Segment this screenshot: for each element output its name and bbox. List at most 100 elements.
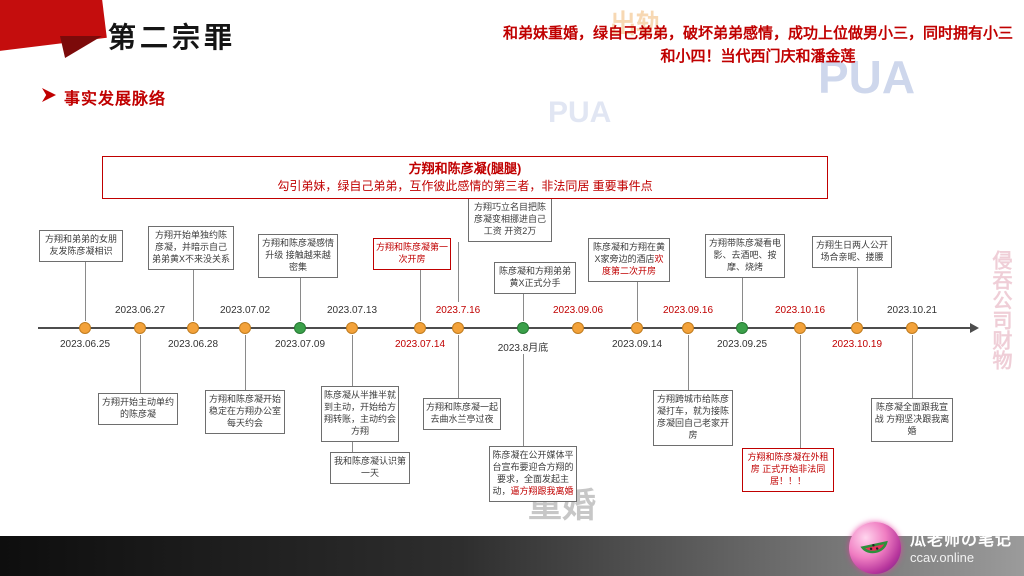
timeline-dot: [134, 322, 146, 334]
event-text: 陈彦凝全面跟我宣战 方翔坚决跟我离婚: [874, 402, 950, 436]
timeline-connector: [193, 270, 194, 321]
timeline-event-box: 方翔开始单独约陈彦凝，并暗示自己弟弟黄X不来没关系: [148, 226, 234, 270]
timeline-date: 2023.07.13: [326, 305, 378, 316]
timeline-connector: [458, 242, 459, 302]
timeline-date: 2023.09.14: [611, 339, 663, 350]
brand-site: ccav.online: [909, 549, 975, 565]
timeline-dot: [682, 322, 694, 334]
timeline-dot: [631, 322, 643, 334]
timeline-date: 2023.10.16: [774, 305, 826, 316]
timeline-event-box: 我和陈彦凝认识第一天: [330, 452, 410, 484]
timeline-event-box: 陈彦凝和方翔弟弟黄X正式分手: [494, 262, 576, 294]
timeline-event-box: 方翔巧立名目把陈彦凝变相挪进自己工资 开资2万: [468, 198, 552, 242]
event-text: 方翔和陈彦凝感情升级 接触越来越密集: [261, 238, 334, 272]
event-text-highlight: 欢度第二次开房: [601, 253, 664, 276]
timeline-axis: [38, 327, 972, 329]
timeline-connector: [300, 278, 301, 321]
timeline-connector: [800, 335, 801, 448]
timeline-connector: [420, 270, 421, 321]
event-text: 方翔跨城市给陈彦凝打车，就为接陈彦凝回自己老家开房: [656, 394, 729, 440]
timeline-connector: [523, 294, 524, 321]
event-text: 方翔和陈彦凝开始稳定在方翔办公室每天约会: [208, 394, 281, 428]
timeline-event-box: 陈彦凝全面跟我宣战 方翔坚决跟我离婚: [871, 398, 953, 442]
timeline-date: 2023.09.16: [662, 305, 714, 316]
timeline-date: 2023.09.06: [552, 305, 604, 316]
timeline-connector: [688, 335, 689, 390]
event-text: 方翔和弟弟的女朋友发陈彦凝相识: [44, 234, 117, 256]
timeline-connector: [85, 262, 86, 321]
timeline-connector: [637, 282, 638, 321]
event-text-highlight: 逼方翔跟我离婚: [510, 485, 574, 496]
event-text: 陈彦凝从半推半就到主动，开始给方翔转账，主动约会方翔: [324, 390, 397, 436]
event-text: 方翔和陈彦凝在外租房 正式开始非法同居！！！: [747, 452, 829, 486]
timeline-connector: [742, 278, 743, 321]
timeline-date: 2023.07.02: [219, 305, 271, 316]
timeline-event-box: 方翔和陈彦凝在外租房 正式开始非法同居！！！: [742, 448, 834, 492]
brand-text: 瓜老师の笔记 ccav.online: [910, 531, 1012, 566]
timeline-dot: [294, 322, 306, 334]
section-label: 事实发展脉络: [64, 91, 167, 108]
timeline-axis-arrowhead: [970, 323, 979, 333]
event-text: 方翔和陈彦凝一起去曲水兰亭过夜: [426, 402, 499, 424]
timeline-event-box: 方翔和弟弟的女朋友发陈彦凝相识: [39, 230, 123, 262]
timeline-date: 2023.7.16: [435, 305, 481, 316]
timeline-event-box: 方翔和陈彦凝开始稳定在方翔办公室每天约会: [205, 390, 285, 434]
timeline-event-box: 方翔和陈彦凝感情升级 接触越来越密集: [258, 234, 338, 278]
timeline-connector: [140, 335, 141, 393]
event-text: 方翔和陈彦凝第一次开房: [376, 242, 449, 264]
timeline-date: 2023.06.28: [167, 339, 219, 350]
event-text: 方翔生日两人公开场合亲昵、搂腰: [815, 240, 888, 262]
event-text: 我和陈彦凝认识第一天: [333, 456, 406, 478]
headline-text: 和弟妹重婚，绿自己弟弟，破坏弟弟感情，成功上位做男小三，同时拥有小三和小四！当代…: [502, 25, 1013, 66]
timeline-dot: [187, 322, 199, 334]
timeline-event-box: 方翔跨城市给陈彦凝打车，就为接陈彦凝回自己老家开房: [653, 390, 733, 446]
timeline-dot: [414, 322, 426, 334]
brand-name: 瓜老师の笔记: [909, 531, 1012, 549]
brand-watermark: 瓜老师の笔记 ccav.online: [848, 522, 1012, 574]
summary-box: 方翔和陈彦凝(腿腿) 勾引弟妹，绿自己弟弟，互作彼此感情的第三者，非法同居 重要…: [102, 156, 828, 199]
event-text: 陈彦凝在公开媒体平台宣布要迎合方翔的要求，全面发起主动，: [492, 450, 574, 496]
timeline-dot: [239, 322, 251, 334]
timeline-event-box: 陈彦凝在公开媒体平台宣布要迎合方翔的要求，全面发起主动，逼方翔跟我离婚: [489, 446, 577, 502]
timeline-event-box: 方翔和陈彦凝第一次开房: [373, 238, 451, 270]
event-text: 方翔巧立名目把陈彦凝变相挪进自己工资 开资2万: [473, 202, 546, 236]
summary-subtitle: 勾引弟妹，绿自己弟弟，互作彼此感情的第三者，非法同居 重要事件点: [277, 179, 653, 194]
event-text: 方翔开始主动单约的陈彦凝: [101, 397, 174, 419]
timeline-dot: [452, 322, 464, 334]
timeline-event-box: 陈彦凝从半推半就到主动，开始给方翔转账，主动约会方翔: [321, 386, 399, 442]
timeline-connector: [857, 268, 858, 321]
event-text: 方翔开始单独约陈彦凝，并暗示自己弟弟黄X不来没关系: [151, 230, 230, 264]
timeline-date: 2023.10.21: [886, 305, 938, 316]
page-title: 第二宗罪: [108, 22, 237, 53]
timeline-date: 2023.09.25: [716, 339, 768, 350]
timeline-dot: [517, 322, 529, 334]
timeline-dot: [794, 322, 806, 334]
timeline-event-box: 方翔生日两人公开场合亲昵、搂腰: [812, 236, 892, 268]
timeline-date: 2023.10.19: [831, 339, 883, 350]
timeline-dot: [736, 322, 748, 334]
timeline-event-box: 方翔带陈彦凝看电影、去酒吧、按摩、烧烤: [705, 234, 785, 278]
event-text: 陈彦凝和方翔弟弟黄X正式分手: [498, 266, 571, 288]
event-text: 方翔带陈彦凝看电影、去酒吧、按摩、烧烤: [708, 238, 781, 272]
watermelon-icon: [860, 540, 888, 554]
timeline-date: 2023.8月底: [497, 343, 549, 354]
timeline-event-box: 陈彦凝和方翔在黄X家旁边的酒店欢度第二次开房: [588, 238, 670, 282]
timeline-date: 2023.07.09: [274, 339, 326, 350]
timeline-dot: [346, 322, 358, 334]
timeline-dot: [851, 322, 863, 334]
timeline-connector: [912, 335, 913, 398]
timeline-connector: [245, 335, 246, 390]
timeline-connector: [523, 354, 524, 446]
timeline-dot: [906, 322, 918, 334]
timeline-date: 2023.06.27: [114, 305, 166, 316]
timeline-date: 2023.07.14: [394, 339, 446, 350]
timeline-dot: [79, 322, 91, 334]
timeline-dot: [572, 322, 584, 334]
timeline-event-box: 方翔开始主动单约的陈彦凝: [98, 393, 178, 425]
watermelon-logo: [848, 522, 901, 574]
event-text: 陈彦凝和方翔在黄X家旁边的酒店: [592, 242, 665, 264]
summary-title: 方翔和陈彦凝(腿腿): [408, 161, 522, 176]
timeline-event-box: 方翔和陈彦凝一起去曲水兰亭过夜: [423, 398, 501, 430]
